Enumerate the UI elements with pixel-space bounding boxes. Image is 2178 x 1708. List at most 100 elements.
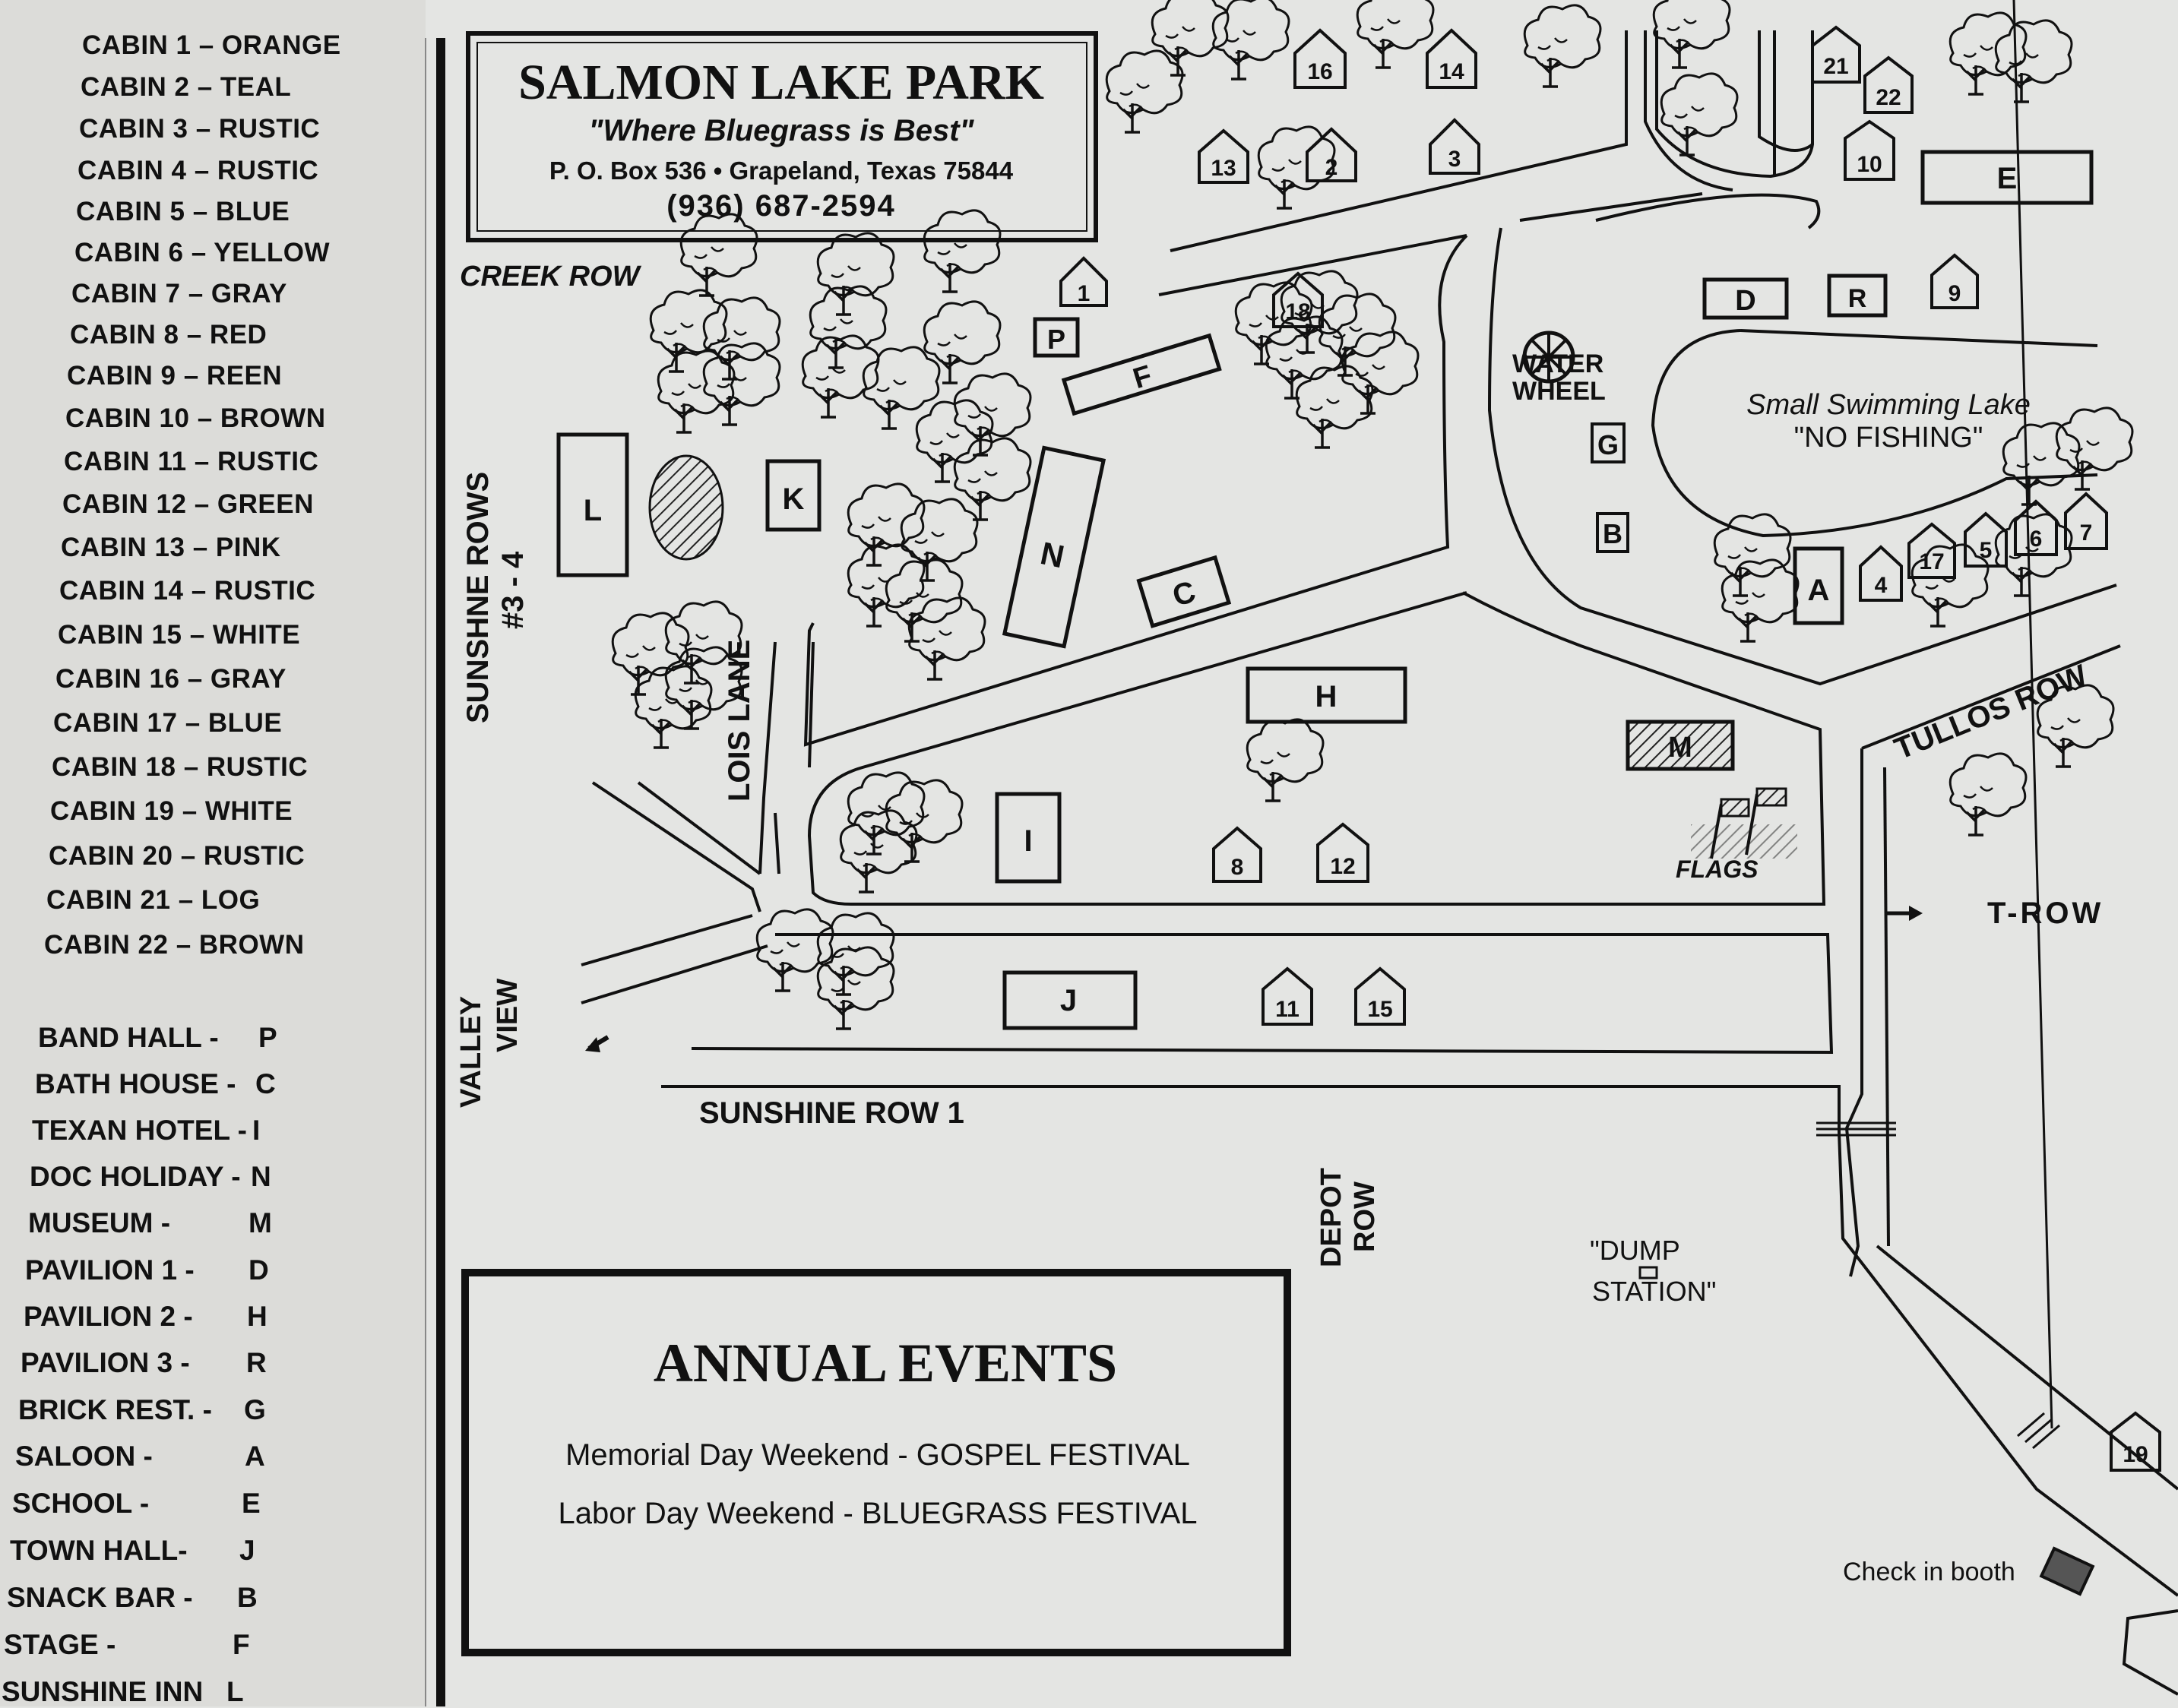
creek-row-label: CREEK ROW <box>460 261 642 293</box>
sunshine-rows-label: SUNSHNE ROWS <box>461 472 495 723</box>
legend-cabin-9: CABIN 9 – REEN <box>67 361 283 391</box>
building-C[interactable]: C <box>1136 555 1232 628</box>
legend-building-code: A <box>245 1441 265 1472</box>
t-row-arrow-icon <box>1885 906 1923 921</box>
t-row-label: T-ROW <box>1987 897 2104 930</box>
cabin-9-label: 9 <box>1948 281 1961 306</box>
legend-building-code: B <box>237 1582 258 1613</box>
legend-building-name: SUNSHINE INN <box>2 1676 204 1707</box>
building-K[interactable]: K <box>765 459 821 532</box>
building-H-label: H <box>1315 680 1338 713</box>
cabin-1[interactable]: 1 <box>1059 256 1108 307</box>
building-J[interactable]: J <box>1002 970 1138 1030</box>
legend-building-name: PAVILION 1 - <box>25 1254 195 1286</box>
legend-building-code: J <box>239 1535 255 1566</box>
building-G[interactable]: G <box>1591 422 1626 463</box>
flags-label: FLAGS <box>1676 856 1759 883</box>
building-K-label: K <box>783 482 805 516</box>
cabin-15[interactable]: 15 <box>1354 966 1406 1026</box>
legend-building-name: TEXAN HOTEL - <box>32 1115 247 1146</box>
building-M[interactable]: M <box>1626 720 1735 771</box>
building-I[interactable]: I <box>995 792 1062 884</box>
cabin-10[interactable]: 10 <box>1844 119 1895 181</box>
legend-cabin-3: CABIN 3 – RUSTIC <box>79 114 321 144</box>
view-label: VIEW <box>492 979 524 1052</box>
building-E-label: E <box>1997 162 2018 195</box>
cabin-2[interactable]: 2 <box>1306 127 1357 182</box>
building-R[interactable]: R <box>1827 274 1888 318</box>
cabin-17-label: 17 <box>1919 549 1944 574</box>
cabin-6[interactable]: 6 <box>2014 499 2058 556</box>
cabin-8-label: 8 <box>1231 855 1244 880</box>
legend-building-name: SNACK BAR - <box>7 1582 193 1613</box>
cabin-18[interactable]: 18 <box>1272 271 1324 328</box>
legend-cabin-10: CABIN 10 – BROWN <box>65 403 326 433</box>
cabin-1-label: 1 <box>1078 281 1091 306</box>
legend-building-name: MUSEUM - <box>28 1207 171 1238</box>
cabin-9[interactable]: 9 <box>1930 253 1979 309</box>
building-A[interactable]: A <box>1793 546 1844 625</box>
building-L[interactable]: L <box>556 432 629 577</box>
legend-building-name: DOC HOLIDAY - <box>30 1161 241 1192</box>
dump-station-label-1: "DUMP <box>1590 1235 1680 1266</box>
cabin-11[interactable]: 11 <box>1262 966 1313 1026</box>
legend-building-code: I <box>252 1115 261 1146</box>
building-R-label: R <box>1848 284 1867 313</box>
building-D-label: D <box>1735 285 1755 317</box>
building-J-label: J <box>1060 984 1077 1017</box>
valley-label: VALLEY <box>455 996 487 1108</box>
legend-cabin-11: CABIN 11 – RUSTIC <box>64 447 319 476</box>
cabin-22[interactable]: 22 <box>1863 55 1914 114</box>
flags-icon <box>1691 787 1797 859</box>
building-H[interactable]: H <box>1246 666 1407 724</box>
building-G-label: G <box>1597 429 1619 460</box>
building-I-label: I <box>1024 824 1032 858</box>
cabin-14-label: 14 <box>1439 59 1464 84</box>
legend-building-code: F <box>233 1629 250 1660</box>
cabin-14[interactable]: 14 <box>1426 28 1477 89</box>
cabin-3-label: 3 <box>1448 147 1461 172</box>
building-P[interactable]: P <box>1033 317 1080 358</box>
cabin-8[interactable]: 8 <box>1212 826 1262 883</box>
cabin-5[interactable]: 5 <box>1964 511 2008 568</box>
cabin-4[interactable]: 4 <box>1859 545 1903 602</box>
valley-view-arrow-icon <box>585 1035 609 1052</box>
building-F-label: F <box>1129 359 1155 395</box>
sunshine-row-1-label: SUNSHINE ROW 1 <box>699 1096 964 1130</box>
legend-building-code: L <box>226 1676 244 1707</box>
cabin-12[interactable]: 12 <box>1316 822 1369 883</box>
cabin-19[interactable]: 19 <box>2110 1411 2161 1472</box>
sunshine-rows-number-label: #3 - 4 <box>496 551 530 629</box>
building-F[interactable]: F <box>1061 333 1222 416</box>
annual-events-box: ANNUAL EVENTS Memorial Day Weekend - GOS… <box>461 1269 1291 1656</box>
lois-lane-label: LOIS LANE <box>723 640 756 802</box>
park-tagline: "Where Bluegrass is Best" <box>589 114 975 147</box>
legend-building-name: BATH HOUSE - <box>35 1068 236 1099</box>
building-E[interactable]: E <box>1920 150 2094 205</box>
cabin-21[interactable]: 21 <box>1811 25 1861 84</box>
cabin-17[interactable]: 17 <box>1907 522 1956 579</box>
wheel-label: WHEEL <box>1512 377 1606 406</box>
cabin-13[interactable]: 13 <box>1198 128 1249 184</box>
building-N[interactable]: N <box>1002 445 1106 649</box>
building-D[interactable]: D <box>1702 277 1789 320</box>
park-address: P. O. Box 536 • Grapeland, Texas 75844 <box>549 157 1014 185</box>
building-L-label: L <box>584 494 602 527</box>
water-label: WATER <box>1512 350 1603 378</box>
cabin-16[interactable]: 16 <box>1293 28 1347 89</box>
legend-building-code: G <box>244 1394 266 1425</box>
legend-cabin-16: CABIN 16 – GRAY <box>55 664 286 694</box>
cabin-3[interactable]: 3 <box>1429 118 1480 175</box>
cabin-11-label: 11 <box>1275 997 1300 1022</box>
legend-cabin-19: CABIN 19 – WHITE <box>50 796 293 826</box>
cabin-7-label: 7 <box>2080 520 2093 546</box>
legend-building-name: BRICK REST. - <box>18 1394 212 1425</box>
legend-building-name: BAND HALL - <box>38 1022 219 1053</box>
road-network <box>581 30 2178 1597</box>
dump-station-icon <box>1638 1266 1658 1279</box>
legend-cabin-7: CABIN 7 – GRAY <box>71 279 287 308</box>
legend-building-code: H <box>247 1301 268 1332</box>
building-B[interactable]: B <box>1596 512 1629 553</box>
cabin-7[interactable]: 7 <box>2064 492 2108 550</box>
